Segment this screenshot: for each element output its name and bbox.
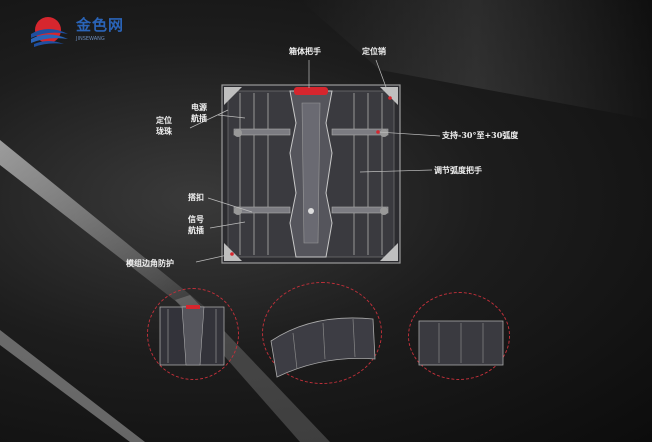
- label-locating-bead: 定位 珑珠: [156, 115, 172, 136]
- label-power-socket: 电源 航插: [191, 102, 207, 123]
- flat-cabinet-thumbnail: [159, 305, 225, 366]
- brand-logo: 金色网 JINSEWANG: [28, 14, 128, 50]
- back-cabinet-thumbnail: [418, 320, 504, 366]
- box-handle-marker: [294, 87, 328, 95]
- brand-name: 金色网: [76, 16, 125, 34]
- detail-circle-flat-cabinet: [147, 288, 239, 380]
- curved-cabinet-thumbnail: [270, 317, 376, 378]
- label-signal-socket: 信号 航插: [188, 214, 204, 235]
- logo-emblem-icon: [31, 17, 68, 47]
- label-arc-handle: 调节弧度把手: [434, 165, 482, 175]
- brand-tagline: JINSEWANG: [76, 36, 105, 42]
- label-locating-pin: 定位销: [362, 46, 386, 56]
- label-support-arc: 支持-30°至+30弧度: [442, 130, 519, 140]
- label-corner-protection: 模组边角防护: [126, 258, 174, 268]
- detail-circle-curved-cabinet: [262, 282, 382, 384]
- label-buckle: 搭扣: [188, 192, 204, 202]
- led-cabinet-diagram: [221, 84, 401, 264]
- label-box-handle: 箱体把手: [289, 46, 321, 56]
- detail-circle-back-cabinet: [408, 292, 510, 380]
